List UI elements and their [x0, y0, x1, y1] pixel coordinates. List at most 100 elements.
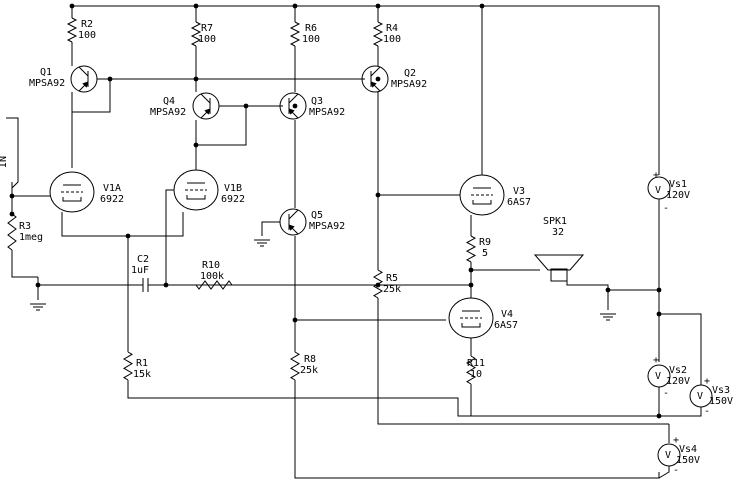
junction-dot — [107, 76, 113, 82]
vs3-minus: - — [704, 406, 710, 417]
vs2-minus: - — [663, 388, 669, 399]
v1b-part: 6922 — [221, 194, 245, 205]
r6-value: 100 — [302, 34, 320, 45]
r4-resistor — [372, 21, 384, 47]
q2-ref: Q2 — [404, 68, 416, 79]
r3-value: 1meg — [19, 232, 43, 243]
r5-value: 25k — [383, 284, 401, 295]
vs2-ref: Vs2 — [669, 365, 687, 376]
vs4-minus: - — [673, 465, 679, 476]
junction-dot — [656, 287, 662, 293]
r1-resistor — [123, 351, 133, 381]
q4-ref: Q4 — [163, 96, 175, 107]
junction-dot — [605, 287, 611, 293]
junction-dot — [163, 282, 169, 288]
wire — [470, 384, 659, 417]
junction-dot — [292, 317, 298, 323]
wires — [6, 5, 702, 479]
vs1-ref: Vs1 — [669, 179, 687, 190]
vs4-value: 150V — [676, 455, 700, 466]
vs1-minus: - — [663, 203, 669, 214]
v1b-tube — [173, 169, 219, 211]
junction-dot — [193, 142, 199, 148]
junction-dot — [656, 413, 662, 419]
junction-dot — [193, 76, 199, 82]
v4-part: 6AS7 — [494, 320, 518, 331]
r3-resistor — [7, 213, 17, 251]
wire — [11, 250, 38, 278]
junction-dot — [292, 3, 298, 9]
r2-ref: R2 — [81, 19, 93, 30]
vs1-glyph: V — [655, 185, 661, 196]
r2-resistor — [66, 17, 78, 43]
wire — [196, 106, 247, 146]
wire — [377, 298, 669, 425]
junction-dot — [35, 282, 41, 288]
r11-ref: R11 — [467, 358, 485, 369]
vs1-plus: + — [653, 170, 659, 181]
junction-dot — [468, 267, 474, 273]
vs2-plus: + — [653, 355, 659, 366]
q2-part: MPSA92 — [391, 79, 427, 90]
q3-ref: Q3 — [311, 96, 323, 107]
r9-resistor — [465, 235, 477, 263]
speaker-ground — [600, 313, 616, 321]
r4-ref: R4 — [386, 23, 398, 34]
vs4-glyph: V — [665, 450, 671, 461]
speaker-cone — [533, 254, 585, 271]
r10-ref: R10 — [202, 260, 220, 271]
input-ground — [30, 303, 46, 311]
q5-part: MPSA92 — [309, 221, 345, 232]
junction-dot — [375, 3, 381, 9]
wire — [294, 236, 446, 321]
r9-value: 5 — [482, 248, 488, 259]
spk1-value: 32 — [552, 227, 564, 238]
q1-transistor — [70, 65, 98, 93]
speaker-body — [550, 268, 568, 282]
vs2-glyph: V — [655, 371, 661, 382]
wire — [659, 313, 702, 385]
vs3-glyph: V — [697, 391, 703, 402]
wire — [659, 407, 702, 417]
r10-resistor — [195, 280, 233, 290]
r9-ref: R9 — [479, 237, 491, 248]
q3-part: MPSA92 — [309, 107, 345, 118]
v3-part: 6AS7 — [507, 197, 531, 208]
vs1-source — [647, 176, 671, 200]
wire — [294, 380, 660, 479]
q1-part: MPSA92 — [29, 78, 65, 89]
junction-dot — [468, 282, 474, 288]
q5-ground — [254, 239, 270, 247]
v3-tube — [459, 174, 505, 216]
v1a-ref: V1A — [103, 183, 121, 194]
r8-ref: R8 — [304, 354, 316, 365]
input-label: IN — [0, 156, 9, 168]
vs4-plus: + — [673, 435, 679, 446]
vs3-value: 150V — [709, 396, 733, 407]
labels: IN R2 100 R7 100 R6 100 R4 100 R3 1meg R… — [0, 19, 733, 476]
r1-ref: R1 — [136, 358, 148, 369]
junction-dot — [9, 211, 15, 217]
junction-dot — [243, 103, 249, 109]
vs4-source — [657, 443, 681, 467]
r11-value: 10 — [470, 369, 482, 380]
junction-dot — [193, 3, 199, 9]
vs2-value: 120V — [666, 376, 690, 387]
wire — [127, 380, 471, 417]
q4-part: MPSA92 — [150, 107, 186, 118]
vs2-source — [647, 364, 671, 388]
r7-resistor — [190, 21, 202, 47]
junction-dot — [375, 192, 381, 198]
junction-dot — [375, 76, 381, 82]
q5-transistor — [279, 208, 307, 236]
r7-value: 100 — [198, 34, 216, 45]
wire — [37, 277, 132, 286]
top-rail — [72, 5, 660, 168]
junction-dot — [479, 3, 485, 9]
v1a-part: 6922 — [100, 194, 124, 205]
r5-ref: R5 — [386, 273, 398, 284]
spk1-ref: SPK1 — [543, 216, 567, 227]
v4-ref: V4 — [501, 309, 513, 320]
r1-value: 15k — [133, 369, 151, 380]
